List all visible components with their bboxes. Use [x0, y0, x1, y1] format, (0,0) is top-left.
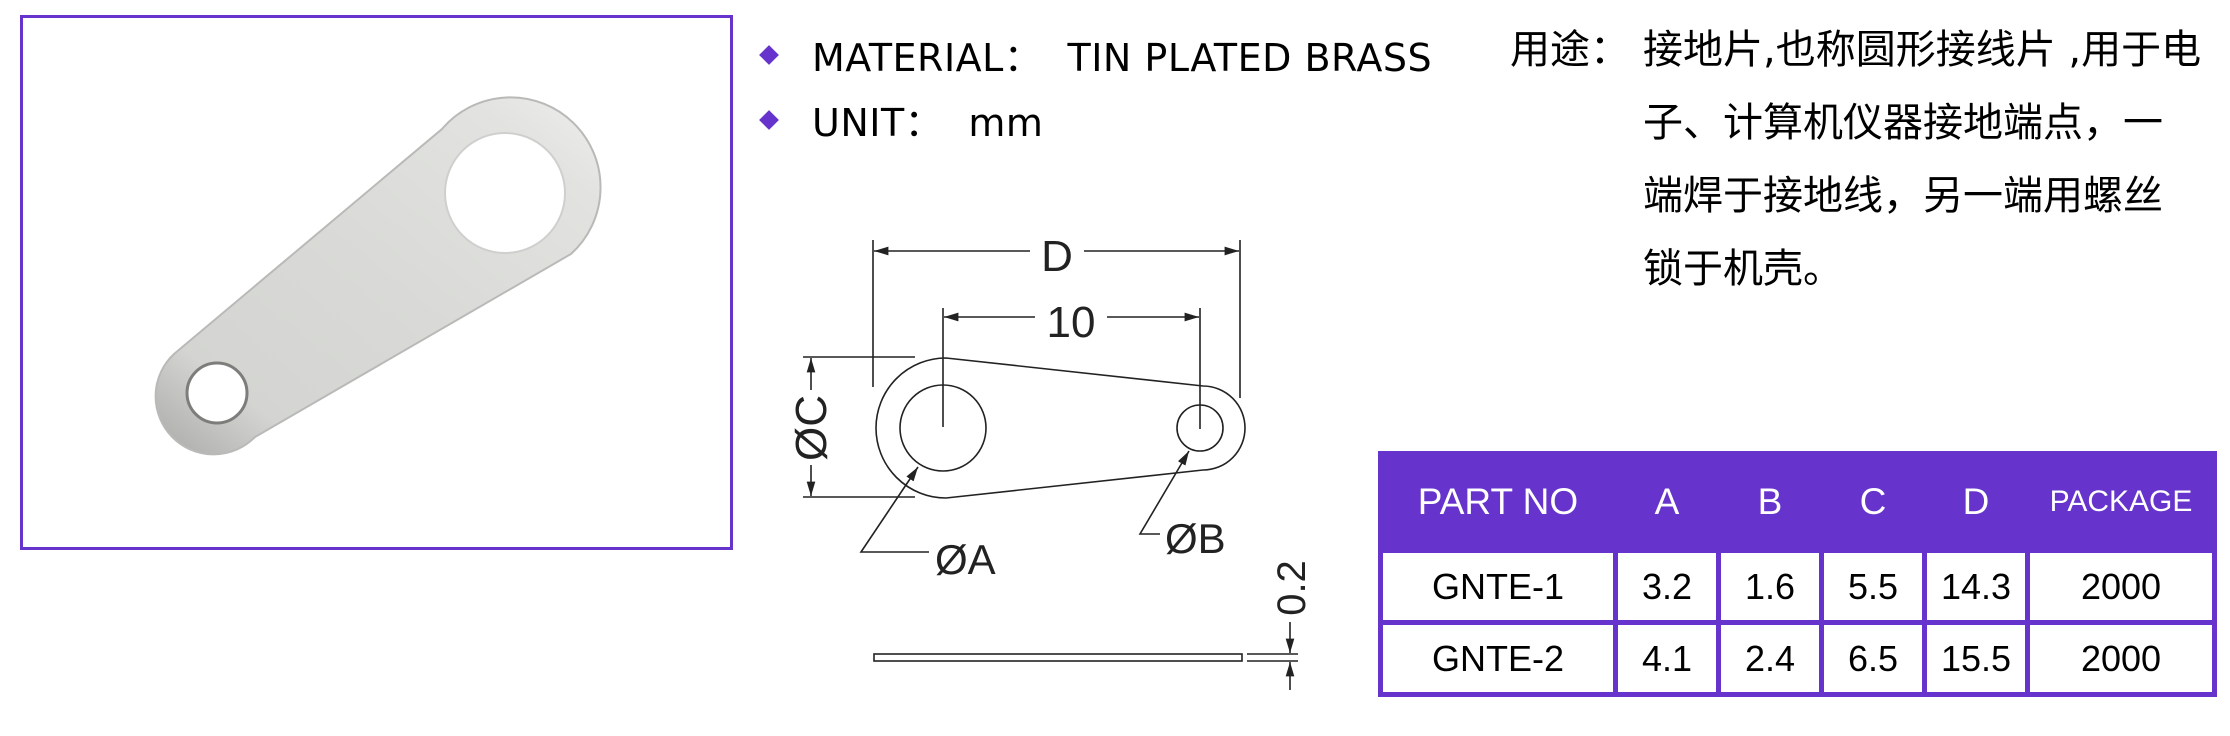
dim-thickness-label: 0.2 [1270, 560, 1314, 616]
cell-b: 2.4 [1716, 620, 1824, 697]
dim-10-label: 10 [1047, 298, 1096, 347]
header-part-no: PART NO [1378, 451, 1618, 553]
cell-c: 6.5 [1819, 620, 1927, 697]
table-row: GNTE-1 3.2 1.6 5.5 14.3 2000 [1378, 548, 2217, 625]
cell-package: 2000 [2025, 548, 2217, 625]
header-d: D [1922, 451, 2030, 553]
header-b: B [1716, 451, 1824, 553]
small-hole [185, 361, 249, 425]
cell-a: 4.1 [1613, 620, 1721, 697]
cell-d: 14.3 [1922, 548, 2030, 625]
usage-line: 端焊于接地线，另一端用螺丝 [1643, 173, 2163, 219]
cell-a: 3.2 [1613, 548, 1721, 625]
side-view-plate [873, 653, 1243, 662]
dim-c-label: ØC [787, 395, 836, 461]
cell-part-no: GNTE-2 [1378, 620, 1618, 697]
table-header-row: PART NO A B C D PACKAGE [1378, 451, 2217, 553]
dim-a-leader [859, 466, 929, 553]
usage-label: 用途： [1510, 27, 1630, 73]
grounding-tab-photo [154, 96, 602, 456]
cell-b: 1.6 [1716, 548, 1824, 625]
dim-b-label: ØB [1165, 515, 1226, 562]
large-hole [444, 132, 566, 254]
dim-a-label: ØA [935, 536, 996, 583]
spec-item-unit: UNIT： mm [758, 87, 1432, 152]
spec-item-material: MATERIAL： TIN PLATED BRASS [758, 22, 1432, 87]
header-a: A [1613, 451, 1721, 553]
header-c: C [1819, 451, 1927, 553]
part-outline [875, 357, 1246, 499]
dim-d-label: D [1041, 232, 1073, 281]
cell-part-no: GNTE-1 [1378, 548, 1618, 625]
cell-package: 2000 [2025, 620, 2217, 697]
cell-d: 15.5 [1922, 620, 2030, 697]
usage-line: 接地片,也称圆形接线片 ,用于电 [1643, 27, 2202, 73]
tab-body [154, 96, 602, 456]
cell-c: 5.5 [1819, 548, 1927, 625]
usage-line: 锁于机壳。 [1643, 246, 1843, 292]
usage-line: 子、计算机仪器接地端点，一 [1643, 100, 2163, 146]
part-spec-table: PART NO A B C D PACKAGE GNTE-1 3.2 1.6 5… [1378, 451, 2217, 697]
dim-b-leader [1138, 450, 1190, 535]
spec-list: MATERIAL： TIN PLATED BRASS UNIT： mm [758, 22, 1432, 152]
spec-unit-text: UNIT： mm [812, 101, 1044, 145]
header-package: PACKAGE [2025, 451, 2217, 553]
product-photo-frame [20, 15, 733, 550]
spec-material-text: MATERIAL： TIN PLATED BRASS [812, 36, 1433, 80]
usage-body: 接地片,也称圆形接线片 ,用于电 子、计算机仪器接地端点，一 端焊于接地线，另一… [1643, 14, 2223, 306]
table-row: GNTE-2 4.1 2.4 6.5 15.5 2000 [1378, 620, 2217, 697]
